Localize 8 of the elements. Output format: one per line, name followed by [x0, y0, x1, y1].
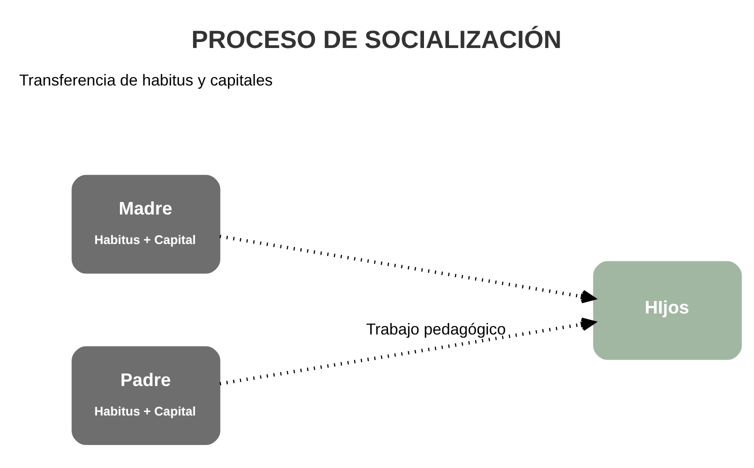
diagram-title: PROCESO DE SOCIALIZACIÓN — [190, 25, 562, 54]
label: Transferencia de habitus y capitales — [18, 72, 272, 89]
node-box: Madre Habitus + Capital — [71, 174, 220, 274]
arrow — [219, 234, 595, 303]
node-box: HIjos — [592, 260, 742, 360]
node-box: Padre Habitus + Capital — [71, 346, 220, 445]
arrow — [219, 317, 595, 385]
edge-label: Trabajo pedagógico — [366, 321, 506, 338]
